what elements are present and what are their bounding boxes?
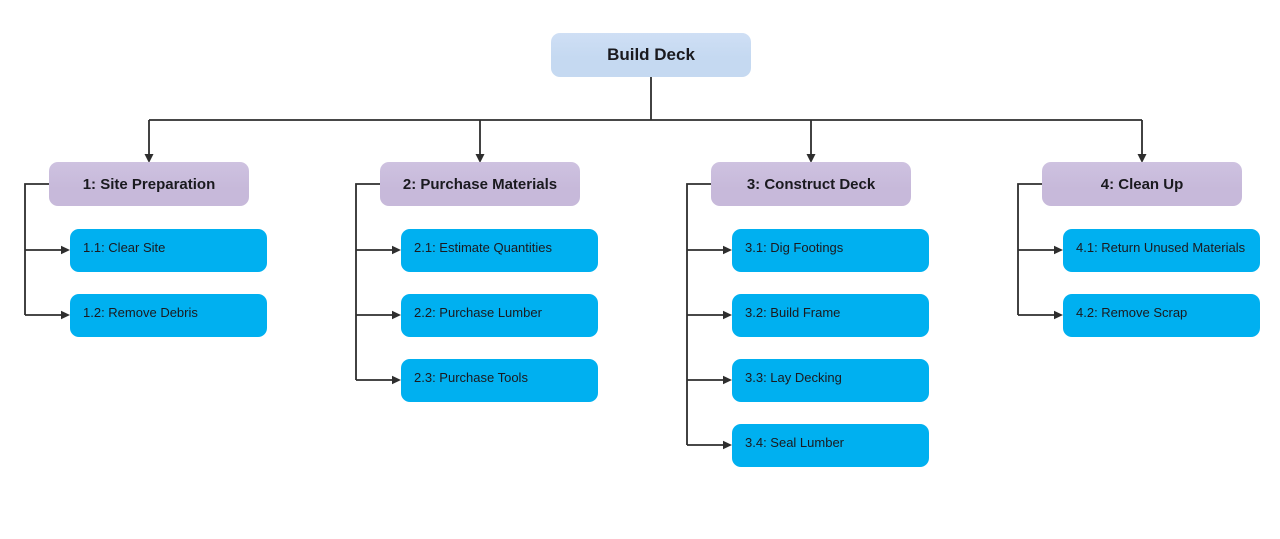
spine-branch2 (355, 183, 380, 380)
node-remove-debris-label: 1.2: Remove Debris (83, 305, 198, 320)
arrowhead-child-3-4 (723, 440, 732, 450)
arrowhead-branch3 (806, 154, 816, 163)
spine-branch3 (686, 183, 711, 445)
node-dig-footings-label: 3.1: Dig Footings (745, 240, 844, 255)
node-seal-lumber-label: 3.4: Seal Lumber (745, 435, 845, 450)
arrowhead-child-3-2 (723, 310, 732, 320)
node-purchase-tools[interactable]: 2.3: Purchase Tools (401, 359, 598, 402)
node-purchase-lumber[interactable]: 2.2: Purchase Lumber (401, 294, 598, 337)
node-dig-footings[interactable]: 3.1: Dig Footings (732, 229, 929, 272)
node-build-frame[interactable]: 3.2: Build Frame (732, 294, 929, 337)
node-purchase-materials-label: 2: Purchase Materials (402, 175, 558, 193)
node-lay-decking-label: 3.3: Lay Decking (745, 370, 842, 385)
arrowhead-child-2-1 (392, 245, 401, 255)
node-build-frame-label: 3.2: Build Frame (745, 305, 841, 320)
node-build-deck-label: Build Deck (607, 45, 695, 64)
arrowhead-child-2-3 (392, 375, 401, 385)
node-clear-site-label: 1.1: Clear Site (83, 240, 166, 255)
arrowhead-child-4-2 (1054, 310, 1063, 320)
node-estimate-quantities-label: 2.1: Estimate Quantities (414, 240, 553, 255)
node-clean-up-label: 4: Clean Up (1100, 175, 1184, 193)
node-remove-scrap[interactable]: 4.2: Remove Scrap (1063, 294, 1260, 337)
node-site-preparation-label: 1: Site Preparation (82, 175, 216, 193)
arrowhead-child-3-3 (723, 375, 732, 385)
node-construct-deck-label: 3: Construct Deck (746, 175, 876, 193)
node-construct-deck[interactable]: 3: Construct Deck (711, 162, 911, 206)
node-clear-site[interactable]: 1.1: Clear Site (70, 229, 267, 272)
node-site-preparation[interactable]: 1: Site Preparation (49, 162, 249, 206)
node-purchase-lumber-label: 2.2: Purchase Lumber (414, 305, 542, 320)
arrowhead-child-2-2 (392, 310, 401, 320)
node-return-unused-materials-label: 4.1: Return Unused Materials (1076, 240, 1246, 255)
node-estimate-quantities[interactable]: 2.1: Estimate Quantities (401, 229, 598, 272)
node-build-deck[interactable]: Build Deck (551, 33, 751, 77)
arrowhead-child-1-1 (61, 245, 70, 255)
node-return-unused-materials[interactable]: 4.1: Return Unused Materials (1063, 229, 1260, 272)
node-remove-scrap-label: 4.2: Remove Scrap (1076, 305, 1188, 320)
node-purchase-materials[interactable]: 2: Purchase Materials (380, 162, 580, 206)
node-purchase-tools-label: 2.3: Purchase Tools (414, 370, 528, 385)
node-remove-debris[interactable]: 1.2: Remove Debris (70, 294, 267, 337)
arrowhead-child-3-1 (723, 245, 732, 255)
node-clean-up[interactable]: 4: Clean Up (1042, 162, 1242, 206)
spine-branch4 (1017, 183, 1042, 315)
spine-branch1 (24, 183, 49, 315)
node-lay-decking[interactable]: 3.3: Lay Decking (732, 359, 929, 402)
arrowhead-branch2 (475, 154, 485, 163)
node-seal-lumber[interactable]: 3.4: Seal Lumber (732, 424, 929, 467)
arrowhead-branch1 (144, 154, 154, 163)
arrowhead-child-4-1 (1054, 245, 1063, 255)
arrowhead-child-1-2 (61, 310, 70, 320)
arrowhead-branch4 (1137, 154, 1147, 163)
